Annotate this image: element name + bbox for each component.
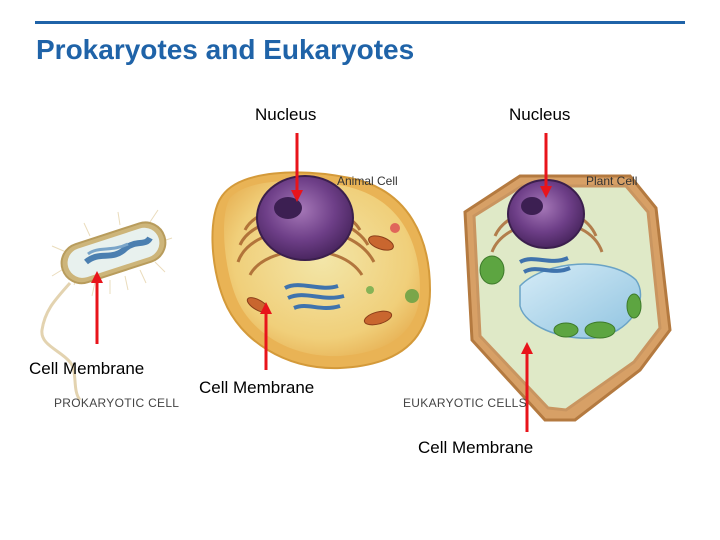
eukaryotic-cells-caption: EUKARYOTIC CELLS: [403, 396, 527, 410]
label-membrane-plant: Cell Membrane: [418, 438, 534, 457]
prokaryotic-cell-caption: PROKARYOTIC CELL: [54, 396, 180, 410]
pointer-arrows: [91, 133, 552, 432]
slide-title: Prokaryotes and Eukaryotes: [36, 34, 415, 65]
label-nucleus-plant: Nucleus: [509, 105, 571, 124]
label-membrane-animal: Cell Membrane: [199, 378, 315, 397]
prokaryotic-cell: [40, 209, 173, 401]
plant-cell: [463, 174, 672, 422]
label-nucleus-animal: Nucleus: [255, 105, 317, 124]
label-membrane-prokaryote: Cell Membrane: [29, 359, 145, 378]
title-rule: [35, 21, 685, 24]
animal-cell: [211, 171, 432, 370]
plant-cell-caption: Plant Cell: [586, 174, 638, 188]
animal-cell-caption: Animal Cell: [337, 174, 398, 188]
